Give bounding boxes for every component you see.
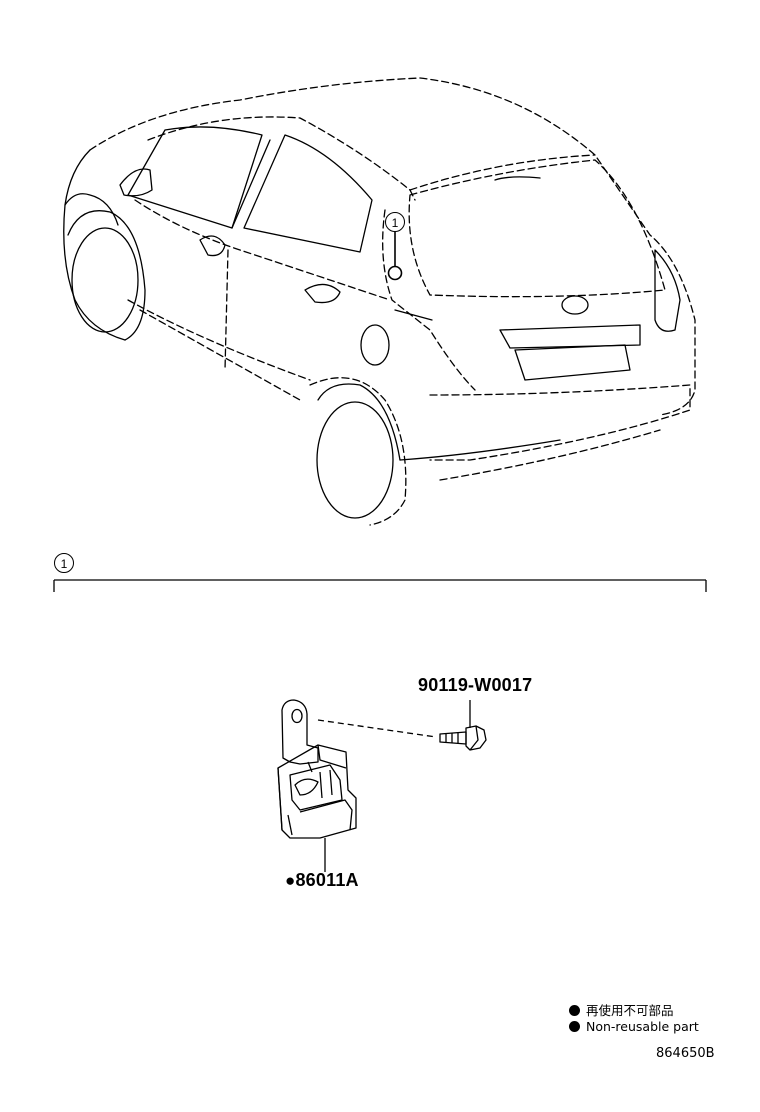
sensor-part-number: ●86011A [285, 870, 359, 891]
bolt-part-number-text: 90119-W0017 [418, 675, 533, 695]
leader-lines [317, 700, 471, 872]
legend-text-english: Non-reusable part [586, 1019, 699, 1034]
legend-item-japanese: 再使用不可部品 [569, 1000, 674, 1019]
callout-number-section: 1 [54, 553, 74, 573]
section-bracket [53, 579, 707, 592]
bolt-part-number: 90119-W0017 [418, 675, 532, 696]
car-rear-view-illustration [63, 77, 696, 526]
legend-text-japanese: 再使用不可部品 [586, 1003, 674, 1018]
bolt-part-illustration [439, 725, 487, 751]
drawing-code: 864650B [656, 1046, 715, 1061]
filled-circle-icon [569, 1005, 580, 1016]
sensor-part-illustration [277, 699, 357, 839]
non-reusable-marker: ● [285, 871, 296, 890]
sensor-part-number-text: 86011A [295, 870, 359, 890]
callout-number-on-car: 1 [385, 212, 405, 232]
filled-circle-icon [569, 1021, 580, 1032]
legend-item-english: Non-reusable part [569, 1019, 699, 1034]
